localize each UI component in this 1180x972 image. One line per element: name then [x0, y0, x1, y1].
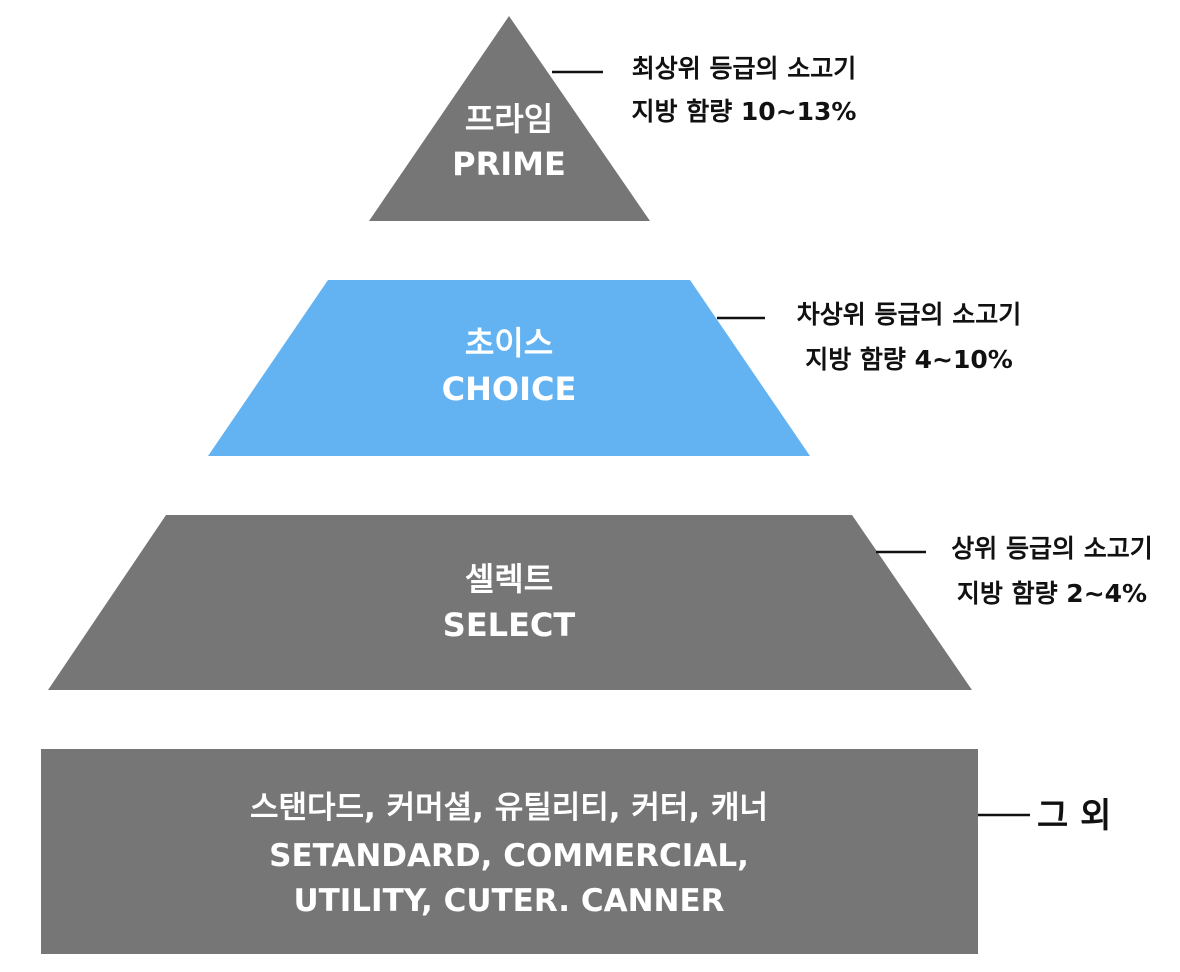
tier-select-shape: [48, 515, 972, 690]
tier-others-english-label-line2: UTILITY, CUTER. CANNER: [293, 883, 724, 919]
tier-choice-note-line1: 차상위 등급의 소고기: [797, 300, 1021, 329]
tier-select-note-line1: 상위 등급의 소고기: [951, 534, 1152, 563]
tier-prime-korean-label: 프라임: [465, 100, 553, 138]
tier-choice-english-label: CHOICE: [442, 370, 577, 408]
tier-others-note: 그 외: [1037, 796, 1111, 836]
tier-select-note-line2: 지방 함량 2~4%: [957, 579, 1147, 608]
tier-choice-shape: [208, 280, 810, 456]
tier-others-shape: [41, 749, 978, 954]
tier-prime-english-label: PRIME: [452, 145, 566, 183]
tier-others: 스탠다드, 커머셜, 유틸리티, 커터, 캐너 SETANDARD, COMME…: [41, 749, 978, 954]
tier-select-korean-label: 셀렉트: [465, 560, 553, 598]
tier-prime-note-line1: 최상위 등급의 소고기: [632, 54, 856, 83]
tier-prime-shape: [369, 16, 650, 221]
tier-choice: 초이스 CHOICE: [208, 280, 810, 456]
tier-select: 셀렉트 SELECT: [48, 515, 972, 690]
tier-others-english-label-line1: SETANDARD, COMMERCIAL,: [269, 838, 749, 874]
tier-prime-note-line2: 지방 함량 10~13%: [632, 97, 857, 126]
tier-others-korean-label: 스탠다드, 커머셜, 유틸리티, 커터, 캐너: [250, 790, 768, 826]
tier-prime: 프라임 PRIME: [369, 16, 650, 221]
tier-select-english-label: SELECT: [443, 606, 576, 644]
tier-choice-note-line2: 지방 함량 4~10%: [805, 345, 1013, 374]
tier-choice-korean-label: 초이스: [465, 324, 553, 362]
